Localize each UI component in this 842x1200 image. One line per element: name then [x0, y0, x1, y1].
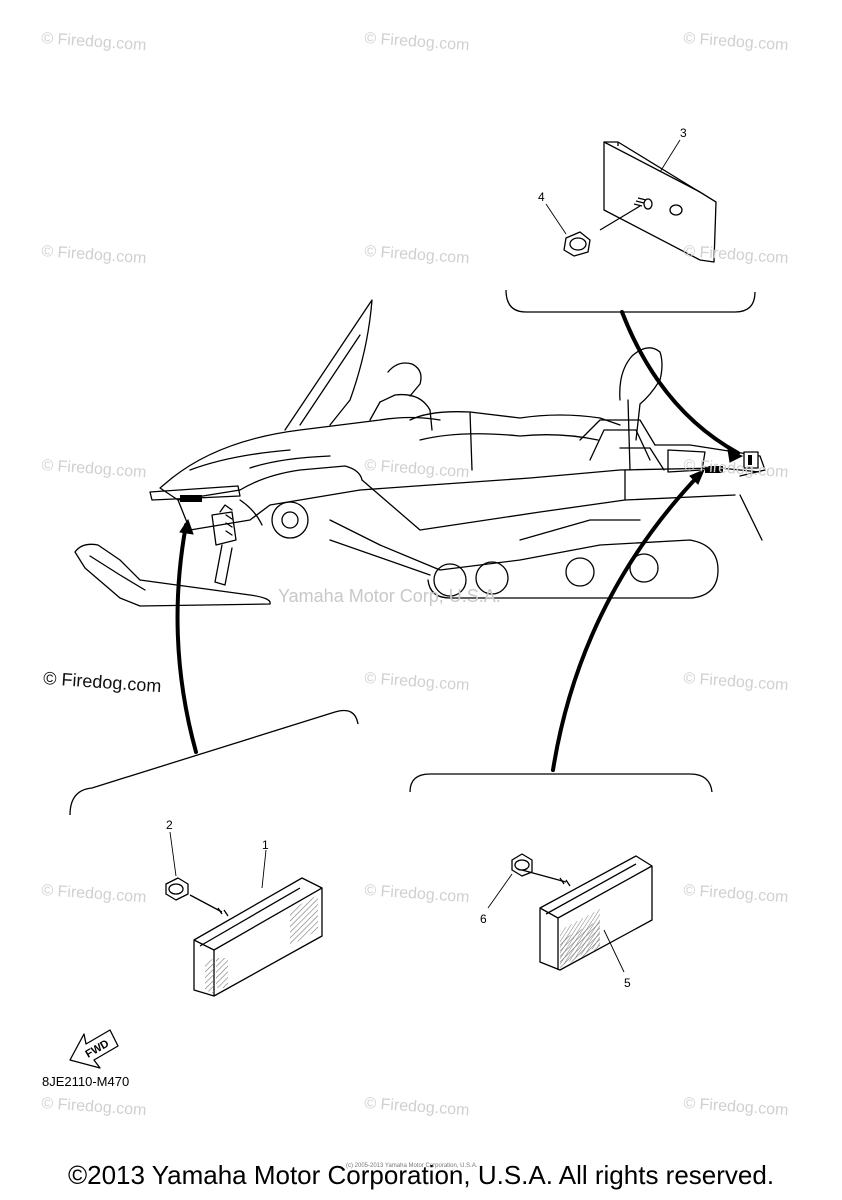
- snowmobile-illustration: [74, 299, 766, 607]
- pointer-arrows: [175, 310, 744, 772]
- fwd-arrow-icon: [69, 1029, 119, 1069]
- detail-rear-reflector-plate: [505, 139, 756, 313]
- center-watermark: Yamaha Motor Corp, U.S.A.: [278, 586, 501, 606]
- callout-3: 3: [680, 126, 687, 140]
- callout-5: 5: [624, 976, 631, 990]
- detail-front-reflector: [69, 709, 359, 997]
- callout-6: 6: [480, 912, 487, 926]
- callout-4: 4: [538, 190, 545, 204]
- callout-2: 2: [166, 818, 173, 832]
- diagram-code: 8JE2110-M470: [42, 1074, 130, 1089]
- detail-side-reflector: [409, 773, 713, 973]
- callout-1: 1: [262, 838, 269, 852]
- tiny-copyright: (c) 2005-2013 Yamaha Motor Corporation, …: [346, 1163, 478, 1169]
- copyright-footer: ©2013 Yamaha Motor Corporation, U.S.A. A…: [67, 1160, 775, 1190]
